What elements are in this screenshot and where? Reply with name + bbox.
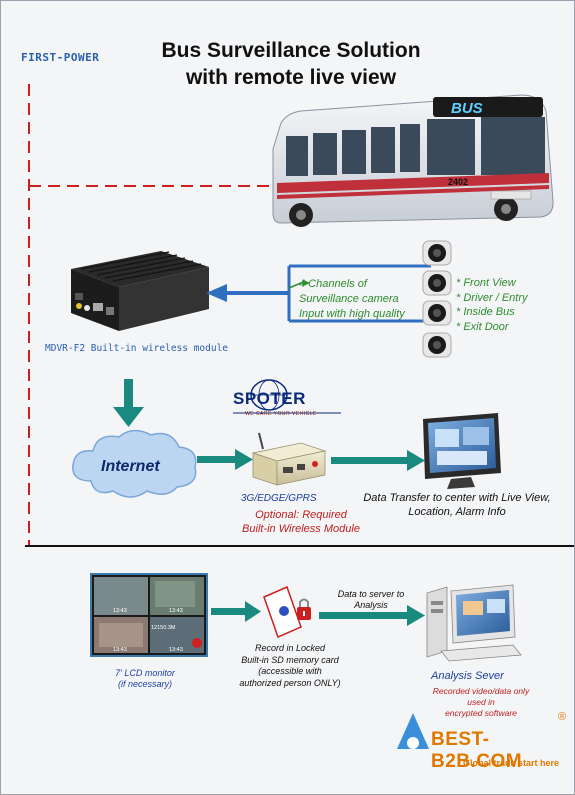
- camera-view-item: * Driver / Entry: [456, 291, 528, 304]
- network-optional-line-1: Optional: Required: [255, 509, 347, 521]
- bus-number-text: 2402: [448, 177, 468, 187]
- watermark-slogan: Global trade start here: [463, 758, 560, 768]
- camera-view-list: * Front View * Driver / Entry * Inside B…: [456, 276, 528, 334]
- mdvr-label: MDVR-F2 Built-in wireless module: [45, 343, 229, 354]
- camera-stack: [422, 240, 452, 358]
- sd-card-lock: [263, 585, 311, 639]
- network-protocols: 3G/EDGE/GPRS: [241, 493, 317, 504]
- arrow-to-monitor: [331, 450, 425, 471]
- title-line-1: Bus Surveillance Solution: [161, 39, 421, 62]
- bus-image: [272, 94, 554, 227]
- analysis-line-2: used in: [467, 697, 495, 707]
- arrow-to-sd-card: [211, 601, 261, 622]
- spoter-logo: [233, 379, 341, 414]
- red-dashed-guide: [28, 84, 273, 546]
- camera-view-item: * Front View: [456, 277, 516, 289]
- watermark-logo: [397, 713, 429, 749]
- camera-input-text: 4 Channels of Surveillance camera Input …: [299, 277, 405, 322]
- to-server-line-1: Data to server to: [337, 589, 405, 599]
- analysis-description: Recorded video/data only used in encrypt…: [406, 686, 556, 719]
- camera-input-line-2: Surveillance camera: [299, 293, 399, 305]
- lcd-time-4: 13:43: [169, 647, 183, 653]
- lcd-label-line-2: (if necessary): [117, 679, 172, 689]
- arrow-to-network-box: [197, 449, 253, 470]
- lcd-monitor: [90, 573, 208, 657]
- watermark-name: BEST-B2B.COM: [431, 729, 523, 772]
- record-line-2: Built-in SD memory card: [241, 654, 339, 665]
- lcd-overlay-text: 12150.3M: [151, 625, 176, 631]
- lcd-time-3: 13:43: [113, 647, 127, 653]
- camera-view-item: * Inside Bus: [456, 306, 515, 318]
- analysis-server: [426, 584, 522, 662]
- mdvr-device: [71, 251, 209, 331]
- center-monitor: [423, 413, 501, 489]
- arrow-to-server: [319, 605, 425, 626]
- title-line-2: with remote live view: [185, 66, 397, 89]
- lcd-time-2: 13:43: [169, 608, 183, 614]
- data-transfer-line-1: Data Transfer to center with Live View,: [363, 492, 551, 504]
- brand-name: FIRST-POWER: [21, 51, 100, 64]
- camera-input-bracket: [206, 264, 431, 323]
- record-line-3: (accessible with: [258, 666, 322, 676]
- internet-cloud: [72, 429, 197, 498]
- network-box: [251, 432, 327, 486]
- data-transfer-text: Data Transfer to center with Live View, …: [346, 491, 568, 519]
- internet-label: Internet: [101, 458, 160, 475]
- analysis-line-1: Recorded video/data only: [432, 686, 530, 696]
- lcd-label-line-1: 7' LCD monitor: [115, 668, 175, 678]
- camera-view-item: * Exit Door: [456, 320, 509, 333]
- spoter-name: SPOTER: [233, 389, 306, 408]
- record-line-1: Record in Locked: [254, 643, 326, 653]
- analysis-title: Analysis Sever: [431, 670, 504, 682]
- record-text: Record in Locked Built-in SD memory card…: [225, 643, 355, 689]
- spoter-tagline: WE CARE YOUR VEHICLE: [245, 411, 317, 417]
- data-transfer-line-2: Location, Alarm Info: [408, 506, 506, 518]
- camera-input-line-1: 4 Channels of: [299, 278, 367, 290]
- lcd-label: 7' LCD monitor (if necessary): [93, 668, 197, 690]
- camera-input-line-3: Input with high quality: [299, 308, 405, 320]
- watermark-registered: ®: [558, 711, 567, 723]
- network-optional-note: Optional: Required Built-in Wireless Mod…: [223, 508, 379, 536]
- down-arrow: [113, 379, 144, 427]
- to-server-line-2: Analysis: [354, 600, 388, 610]
- network-optional-line-2: Built-in Wireless Module: [242, 523, 360, 535]
- page-title: Bus Surveillance Solution with remote li…: [101, 37, 481, 91]
- bus-sign-text: BUS: [451, 100, 483, 117]
- to-server-text: Data to server to Analysis: [331, 589, 411, 611]
- record-line-4: authorized person ONLY): [239, 677, 341, 688]
- lcd-time-1: 13:43: [113, 608, 127, 614]
- analysis-line-3: encrypted software: [445, 708, 517, 718]
